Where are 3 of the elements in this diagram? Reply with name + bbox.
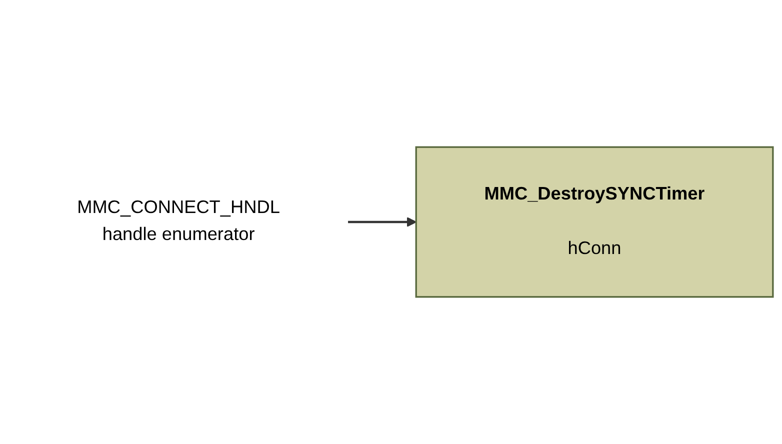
node-text: MMC_CONNECT_HNDL handle enumerator: [77, 198, 280, 245]
node-box: MMC_DestroySYNCTimer hConn: [415, 146, 774, 298]
arrow: [348, 217, 417, 227]
